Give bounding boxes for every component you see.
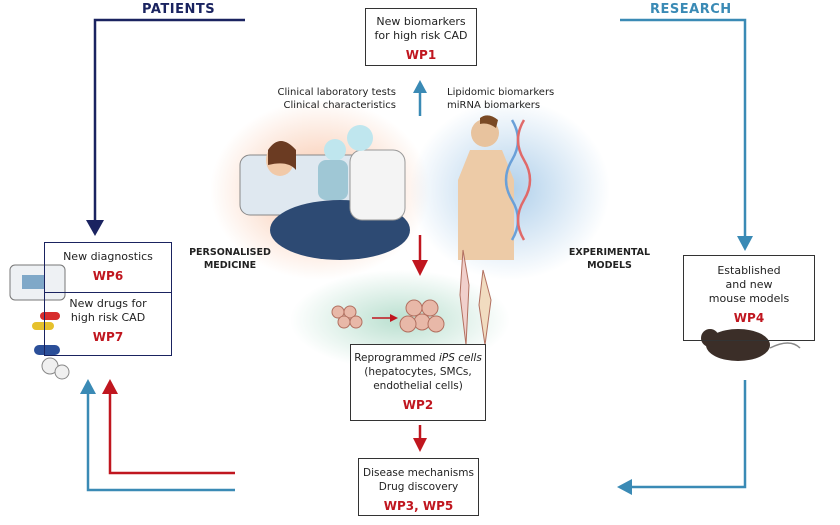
blue-return-arrowhead xyxy=(80,379,96,394)
cells-arrowhead xyxy=(390,314,398,322)
wp2-box: Reprogrammed iPS cells (hepatocytes, SMC… xyxy=(350,344,486,421)
personalised-line1: PERSONALISED xyxy=(189,247,271,258)
pills-illustration xyxy=(32,312,70,380)
up-arrowhead xyxy=(413,80,427,93)
red-return-line xyxy=(108,392,235,475)
lipidomic-label: Lipidomic biomarkers miRNA biomarkers xyxy=(447,86,577,112)
experimental-line2: MODELS xyxy=(587,260,632,271)
down-arrowhead-1 xyxy=(412,260,428,276)
wp2-line1-italic: iPS cells xyxy=(439,352,482,364)
patient-doctor-illustration xyxy=(239,125,410,260)
wp2-line2: (hepatocytes, SMCs, xyxy=(364,366,472,378)
clinical-line2: Clinical characteristics xyxy=(283,100,396,111)
wp2-line1: Reprogrammed iPS cells xyxy=(351,351,485,365)
experimental-line1: EXPERIMENTAL xyxy=(568,247,651,258)
wp1-line1: New biomarkers xyxy=(376,15,466,28)
down-arrowhead-2 xyxy=(413,438,427,452)
wp35-label: WP3, WP5 xyxy=(383,499,454,513)
wp4-box: Established and new mouse models WP4 xyxy=(683,255,815,341)
clinical-label: Clinical laboratory tests Clinical chara… xyxy=(270,86,396,112)
red-return-arrowhead xyxy=(102,379,118,394)
mouse-illustration xyxy=(701,329,801,361)
mouse-to-disease-line xyxy=(630,380,747,489)
human-dna-illustration xyxy=(458,115,532,260)
clinical-line1: Clinical laboratory tests xyxy=(277,87,396,98)
mouse-to-disease-arrowhead xyxy=(617,479,632,495)
wp6-line1: New diagnostics xyxy=(63,250,153,263)
wp6-label: WP6 xyxy=(92,269,124,283)
wp2-label: WP2 xyxy=(402,398,434,412)
personalised-medicine-label: PERSONALISED MEDICINE xyxy=(185,246,275,272)
patients-line xyxy=(93,18,245,222)
wp1-label: WP1 xyxy=(405,48,437,62)
wp4-label: WP4 xyxy=(733,311,765,325)
wp7-line1: New drugs for xyxy=(69,297,147,310)
wp4-line1: Established xyxy=(717,264,781,277)
wp1-line2: for high risk CAD xyxy=(374,29,468,42)
wp4-line2: and new xyxy=(725,278,773,291)
wp35-line1: Disease mechanisms xyxy=(363,467,474,479)
research-heading: RESEARCH xyxy=(650,2,732,17)
diagnostic-device-illustration xyxy=(9,264,66,301)
wp35-line2: Drug discovery xyxy=(378,481,459,493)
wp7-box: New drugs for high risk CAD WP7 xyxy=(44,292,172,356)
lipidomic-line2: miRNA biomarkers xyxy=(447,100,541,111)
personalised-line2: MEDICINE xyxy=(203,260,257,271)
blue-return-line xyxy=(86,392,235,492)
patients-heading: PATIENTS xyxy=(142,2,216,17)
wp6-box: New diagnostics WP6 xyxy=(44,242,172,293)
lipidomic-line1: Lipidomic biomarkers xyxy=(447,87,555,98)
wp2-line1-text: Reprogrammed xyxy=(354,352,439,364)
wp1-box: New biomarkers for high risk CAD WP1 xyxy=(365,8,477,66)
wp35-box: Disease mechanisms Drug discovery WP3, W… xyxy=(358,458,479,516)
wp7-label: WP7 xyxy=(92,330,124,344)
experimental-models-label: EXPERIMENTAL MODELS xyxy=(562,246,657,272)
wp4-line3: mouse models xyxy=(708,292,790,305)
research-line xyxy=(620,18,747,238)
wp7-line2: high risk CAD xyxy=(70,311,146,324)
wp2-line3: endothelial cells) xyxy=(373,380,463,392)
research-arrowhead xyxy=(737,236,753,251)
patients-arrowhead xyxy=(86,220,104,236)
